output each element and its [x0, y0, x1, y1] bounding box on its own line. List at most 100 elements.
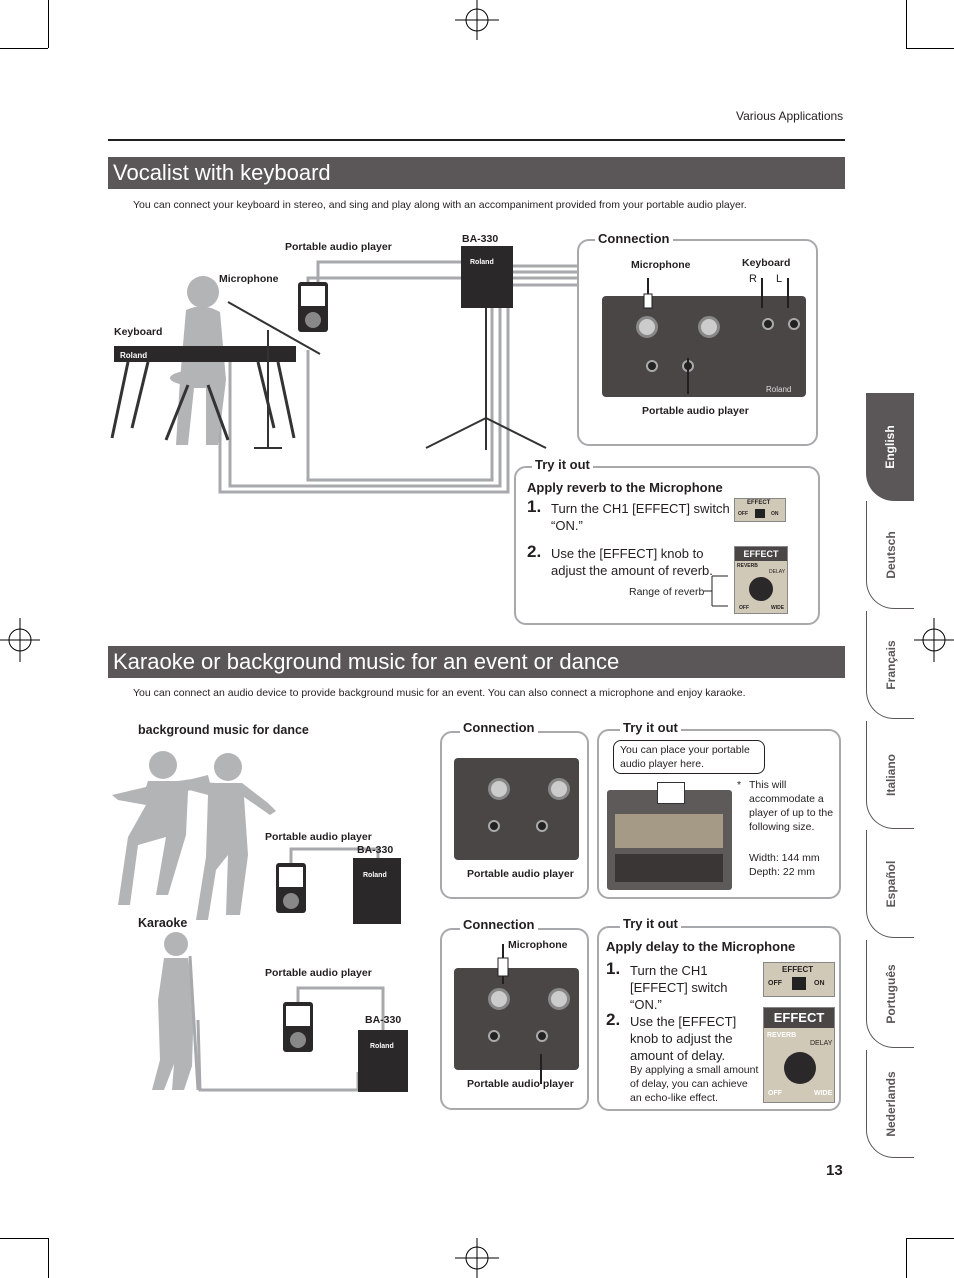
bgm-speaker-logo: Roland: [363, 872, 387, 879]
karaoke-portable-label: Portable audio player: [265, 967, 372, 979]
registration-mark-top: [455, 0, 499, 40]
karaoke-knob-off: OFF: [768, 1090, 782, 1097]
connection-microphone-label: Microphone: [631, 259, 691, 271]
knob-off-label: OFF: [739, 605, 749, 611]
connection-title: Connection: [595, 231, 673, 246]
try-it-out-title: Try it out: [532, 457, 593, 472]
bgm-heading: background music for dance: [138, 723, 309, 737]
bgm-aux-jack: [488, 820, 500, 832]
karaoke-connection-caption: Portable audio player: [467, 1078, 574, 1090]
connection-portable-label: Portable audio player: [642, 405, 749, 417]
bgm-width: Width: 144 mm: [749, 852, 820, 864]
ch4-jack: [788, 318, 800, 330]
karaoke-switch-on: ON: [814, 980, 825, 987]
bgm-ch2-xlr: [548, 778, 570, 800]
crop-mark: [0, 48, 48, 49]
knob-icon: [749, 577, 773, 601]
section-title-karaoke: Karaoke or background music for an event…: [108, 646, 845, 678]
range-bracket: [704, 575, 728, 607]
header-rule: [108, 139, 845, 141]
knob-delay-label: DELAY: [769, 569, 786, 575]
karaoke-input-panel-image: [454, 968, 579, 1070]
effect-switch-on: ON: [771, 511, 779, 517]
ch3-jack: [762, 318, 774, 330]
try-heading: Apply reverb to the Microphone: [527, 480, 723, 495]
crop-mark: [906, 0, 907, 48]
bgm-input-panel-image: [454, 758, 579, 860]
section-intro-karaoke: You can connect an audio device to provi…: [133, 687, 746, 699]
ch2-xlr-jack: [698, 316, 720, 338]
karaoke-step-2-note: By applying a small amount of delay, you…: [630, 1064, 759, 1104]
karaoke-stereo-jack: [536, 1030, 548, 1042]
bgm-note-mark: *: [737, 779, 742, 791]
karaoke-ch1-xlr: [488, 988, 510, 1010]
step-2-number: 2.: [527, 542, 542, 561]
effect-knob-label: EFFECT: [735, 547, 787, 561]
crop-mark: [48, 1238, 49, 1278]
tab-espanol[interactable]: Español: [866, 830, 914, 938]
crop-mark: [906, 1238, 907, 1278]
tab-deutsch-label: Deutsch: [883, 530, 898, 579]
karaoke-step-2-text: Use the [EFFECT] knob to adjust the amou…: [630, 1014, 737, 1063]
bgm-portable-label: Portable audio player: [265, 831, 372, 843]
tab-nederlands-label: Nederlands: [883, 1070, 898, 1137]
effect-switch-off: OFF: [738, 511, 748, 517]
bgm-ba330-label: BA-330: [357, 844, 394, 856]
tab-francais[interactable]: Français: [866, 611, 914, 719]
input-panel-image: Roland: [602, 296, 806, 397]
registration-mark-right: [914, 618, 954, 662]
tab-english-label: English: [883, 425, 897, 469]
aux-in-jack: [646, 360, 658, 372]
karaoke-knob-label: EFFECT: [764, 1008, 834, 1028]
crop-mark: [0, 1238, 48, 1239]
tab-portugues[interactable]: Português: [866, 940, 914, 1048]
bgm-stereo-jack: [536, 820, 548, 832]
connection-cables: [643, 278, 789, 394]
crop-mark: [906, 1238, 954, 1239]
tab-italiano-label: Italiano: [883, 753, 898, 796]
label-keyboard: Keyboard: [114, 326, 163, 338]
effect-switch-label: EFFECT: [747, 500, 771, 506]
crop-mark: [48, 0, 49, 48]
range-caption: Range of reverb: [629, 586, 705, 598]
karaoke-heading: Karaoke: [138, 916, 188, 930]
mixer-lower-image: [615, 854, 723, 882]
karaoke-knob-reverb: REVERB: [767, 1032, 797, 1039]
karaoke-connection-cables: [497, 944, 542, 1084]
knob-wide-label: WIDE: [771, 605, 785, 611]
karaoke-try-title: Try it out: [620, 916, 681, 931]
tab-portugues-label: Português: [883, 963, 898, 1024]
connection-l-label: L: [776, 273, 783, 285]
tab-espanol-label: Español: [883, 860, 898, 907]
tab-nederlands[interactable]: Nederlands: [866, 1050, 914, 1158]
bgm-connection-title: Connection: [460, 720, 538, 735]
karaoke-connection-title: Connection: [460, 917, 538, 932]
label-ba330: BA-330: [462, 233, 499, 245]
knob-reverb-label: REVERB: [737, 563, 758, 569]
karaoke-aux-jack: [488, 1030, 500, 1042]
karaoke-illustration: Roland: [152, 932, 408, 1092]
label-portable-audio-player: Portable audio player: [285, 241, 392, 253]
karaoke-step-2-number: 2.: [606, 1010, 621, 1029]
step-1-number: 1.: [527, 497, 542, 516]
bgm-note: This will accommodate a player of up to …: [749, 779, 834, 833]
karaoke-step-1-number: 1.: [606, 959, 621, 978]
ch1-xlr-jack: [636, 316, 658, 338]
tab-deutsch[interactable]: Deutsch: [866, 501, 914, 609]
label-microphone: Microphone: [219, 273, 279, 285]
bgm-callout: You can place your portable audio player…: [613, 740, 765, 774]
switch-toggle-icon: [755, 509, 765, 518]
connection-r-label: R: [749, 273, 757, 285]
step-1-text: Turn the CH1 [EFFECT] switch “ON.”: [551, 501, 730, 533]
tab-italiano[interactable]: Italiano: [866, 721, 914, 829]
bgm-depth: Depth: 22 mm: [749, 866, 815, 878]
keyboard-setup-illustration: Roland Roland: [110, 246, 578, 494]
effect-knob-image: EFFECT REVERB DELAY OFF WIDE: [734, 546, 788, 614]
tab-english[interactable]: English: [866, 393, 914, 501]
registration-mark-bottom: [455, 1238, 499, 1278]
karaoke-knob-icon: [784, 1052, 816, 1084]
karaoke-knob-delay: DELAY: [810, 1040, 833, 1047]
dancers-illustration: Roland: [112, 751, 401, 924]
karaoke-speaker-logo: Roland: [370, 1043, 394, 1050]
bgm-connection-caption: Portable audio player: [467, 868, 574, 880]
